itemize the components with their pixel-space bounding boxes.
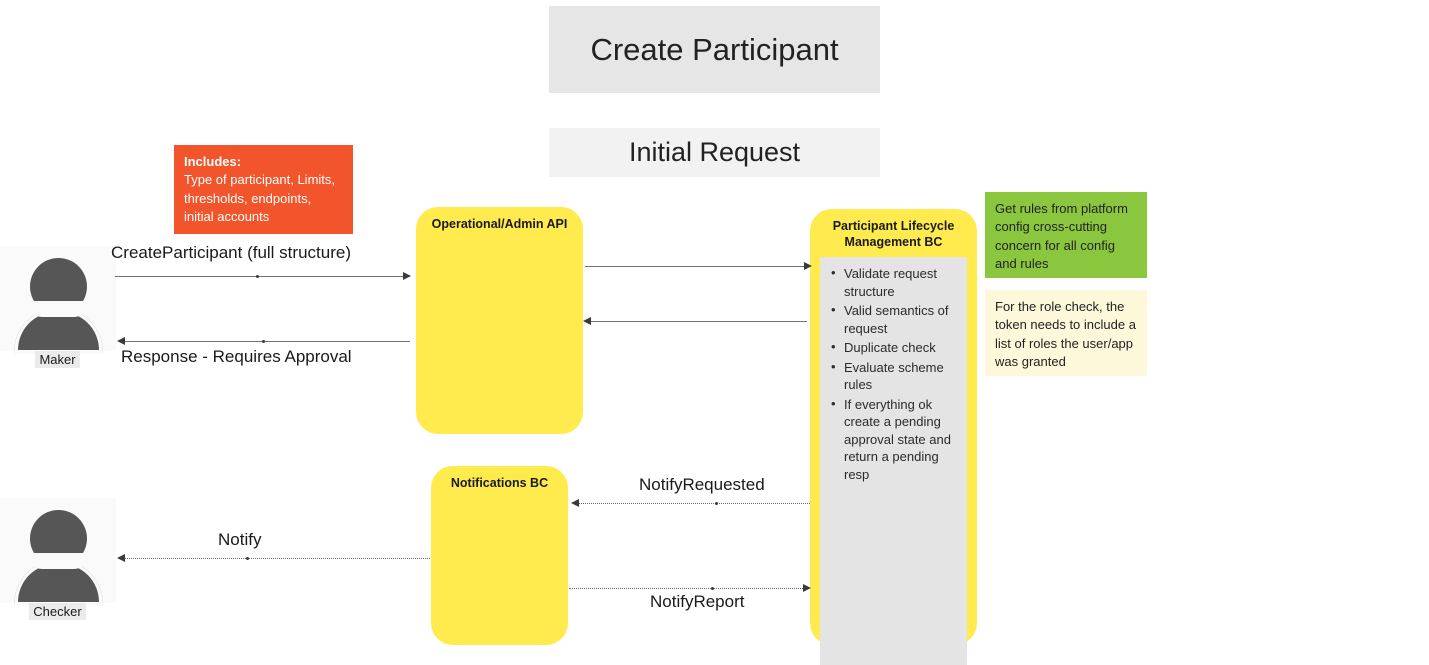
actor-maker-label: Maker (0, 351, 116, 368)
list-item: Validate request structure (831, 264, 963, 300)
lifeline-plm-title-line2: Management BC (844, 234, 943, 249)
list-item: If everything ok create a pending approv… (831, 395, 963, 484)
message-line-notify (122, 558, 430, 559)
actor-checker[interactable]: Checker (0, 498, 116, 620)
message-line-create-participant-hop (585, 266, 807, 267)
message-label-notify: Notify (218, 530, 262, 549)
message-label-response-requires-approval: Response - Requires Approval (121, 347, 352, 366)
actor-maker[interactable]: Maker (0, 246, 116, 368)
note-includes-heading: Includes: (184, 154, 242, 169)
section-title: Initial Request (549, 128, 880, 177)
list-item: Valid semantics of request (831, 301, 963, 337)
message-label-create-participant: CreateParticipant (full structure) (111, 243, 351, 262)
message-line-notify-requested (576, 503, 810, 504)
message-midpoint-dot (256, 275, 259, 278)
person-icon-body (13, 553, 103, 606)
lifeline-participant-lifecycle-management-bc-title: Participant Lifecycle Management BC (810, 219, 977, 250)
actor-checker-label-text: Checker (29, 603, 86, 620)
plm-checks-list-items: Validate request structure Valid semanti… (828, 264, 963, 484)
note-includes-body: Type of participant, Limits, thresholds,… (184, 172, 336, 225)
person-icon (0, 246, 116, 354)
plm-checks-list: Validate request structure Valid semanti… (820, 257, 967, 665)
page-title: Create Participant (549, 6, 880, 93)
arrow-head-icon (583, 317, 591, 325)
message-midpoint-dot (711, 587, 714, 590)
message-midpoint-dot (715, 502, 718, 505)
message-label-notify-report: NotifyReport (650, 592, 745, 611)
note-platform-config-rules: Get rules from platform config cross-cut… (985, 192, 1147, 278)
person-icon-body (13, 301, 103, 354)
note-role-check-token: For the role check, the token needs to i… (985, 290, 1147, 376)
lifeline-operational-admin-api-title: Operational/Admin API (431, 217, 568, 231)
message-label-notify-requested: NotifyRequested (639, 475, 765, 494)
person-icon (0, 498, 116, 606)
arrow-head-icon (117, 337, 125, 345)
list-item: Evaluate scheme rules (831, 358, 963, 394)
arrow-head-icon (117, 554, 125, 562)
lifeline-plm-title-line1: Participant Lifecycle (832, 219, 955, 233)
lifeline-operational-admin-api[interactable]: Operational/Admin API (416, 207, 583, 434)
lifeline-notifications-bc[interactable]: Notifications BC (431, 466, 568, 645)
message-midpoint-dot (262, 340, 265, 343)
message-midpoint-dot (246, 557, 249, 560)
list-item: Duplicate check (831, 338, 963, 357)
lifeline-notifications-bc-title: Notifications BC (450, 476, 549, 490)
arrow-head-icon (803, 584, 811, 592)
arrow-head-icon (571, 499, 579, 507)
message-line-response (122, 341, 410, 342)
lifeline-participant-lifecycle-management-bc[interactable]: Participant Lifecycle Management BC Vali… (810, 209, 977, 665)
arrow-head-icon (403, 272, 411, 280)
message-line-notify-report (569, 588, 805, 589)
actor-checker-label: Checker (0, 603, 116, 620)
arrow-head-icon (804, 262, 812, 270)
message-line-create-participant (115, 276, 405, 277)
message-line-response-hop (587, 321, 807, 322)
note-includes: Includes: Type of participant, Limits, t… (174, 145, 353, 234)
actor-maker-label-text: Maker (35, 351, 80, 368)
